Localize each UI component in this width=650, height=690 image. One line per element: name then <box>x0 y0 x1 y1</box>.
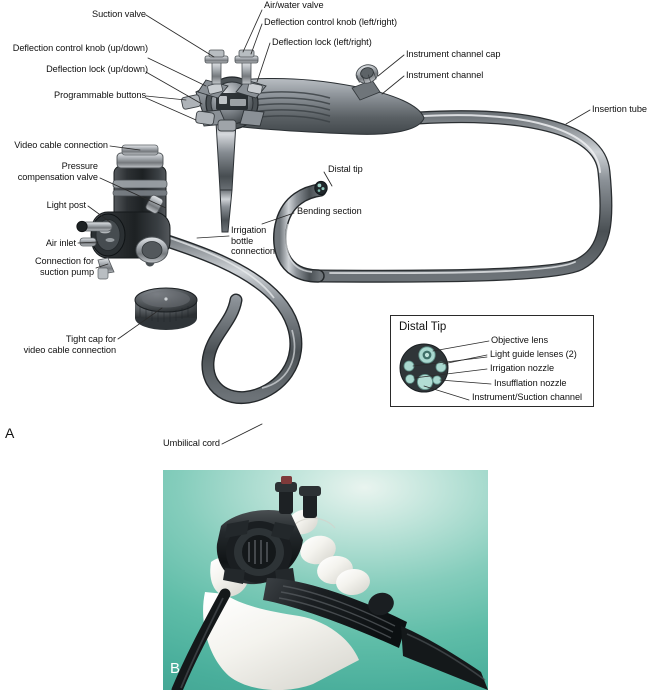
label-distal-tip: Distal tip <box>328 164 363 174</box>
inset-label-irrigation-nozzle: Irrigation nozzle <box>490 363 555 373</box>
label-pressure-compensation-valve: Pressure compensation valve <box>17 161 98 182</box>
bending-section-graphic <box>273 180 328 283</box>
irrigation-nozzle-graphic <box>405 374 415 384</box>
light-guide-lens-left-graphic <box>403 360 415 372</box>
label-programmable-buttons: Programmable buttons <box>54 90 146 100</box>
light-guide-lens-right-graphic <box>435 361 447 373</box>
label-air-inlet: Air inlet <box>45 238 76 248</box>
inset-label-objective-lens: Objective lens <box>491 335 549 345</box>
label-video-cable-connection: Video cable connection <box>14 140 108 150</box>
instrument-suction-channel-graphic <box>416 373 434 391</box>
umbilical-cord-graphic <box>145 229 303 405</box>
light-source-connector-graphic <box>76 144 171 280</box>
valves-graphic <box>204 49 259 85</box>
label-deflection-lock-up-down: Deflection lock (up/down) <box>46 64 148 74</box>
deflection-lock-graphic <box>207 82 263 95</box>
inset-label-light-guide-lenses: Light guide lenses (2) <box>490 349 577 359</box>
photo-endoscope-graphic <box>171 476 488 690</box>
programmable-buttons-graphic <box>181 94 237 132</box>
inset-label-instrument-suction-channel: Instrument/Suction channel <box>472 392 583 402</box>
control-body-graphic <box>181 49 425 233</box>
suction-pump-connector-graphic <box>97 257 115 280</box>
label-bending-section: Bending section <box>297 206 362 216</box>
pressure-compensation-valve-graphic <box>145 194 164 214</box>
label-instrument-channel: Instrument channel <box>406 70 484 80</box>
label-deflection-control-knob-up-down: Deflection control knob (up/down) <box>12 43 148 53</box>
label-instrument-channel-cap: Instrument channel cap <box>406 49 501 59</box>
label-suction-valve: Suction valve <box>92 9 146 19</box>
label-deflection-lock-left-right: Deflection lock (left/right) <box>272 37 372 47</box>
panel-b-photograph: B <box>163 470 488 690</box>
tight-cap-graphic <box>134 287 198 330</box>
insertion-tube-graphic <box>311 110 613 283</box>
label-insertion-tube: Insertion tube <box>592 104 647 114</box>
distal-tip-inset-diagram <box>399 340 492 401</box>
instrument-channel-cap-graphic <box>351 64 381 101</box>
distal-tip-graphic <box>314 180 328 196</box>
inset-title: Distal Tip <box>399 321 447 333</box>
panel-letter-a: A <box>5 425 15 441</box>
label-tight-cap-for-video-cable-connection: Tight cap for video cable connection <box>23 334 116 355</box>
inset-label-insufflation-nozzle: Insufflation nozzle <box>494 378 567 388</box>
label-light-post: Light post <box>46 200 86 210</box>
label-irrigation-bottle-connection: Irrigation bottle connection <box>231 225 275 257</box>
label-connection-for-suction-pump: Connection for suction pump <box>34 256 94 277</box>
label-umbilical-cord: Umbilical cord <box>163 438 220 448</box>
panel-letter-b: B <box>170 660 181 677</box>
distal-tip-inset: Distal Tip Objective lens Light guide le… <box>390 315 594 407</box>
leader-lines <box>77 9 591 445</box>
label-deflection-control-knob-left-right: Deflection control knob (left/right) <box>264 17 398 27</box>
label-air-water-valve: Air/water valve <box>264 0 324 10</box>
